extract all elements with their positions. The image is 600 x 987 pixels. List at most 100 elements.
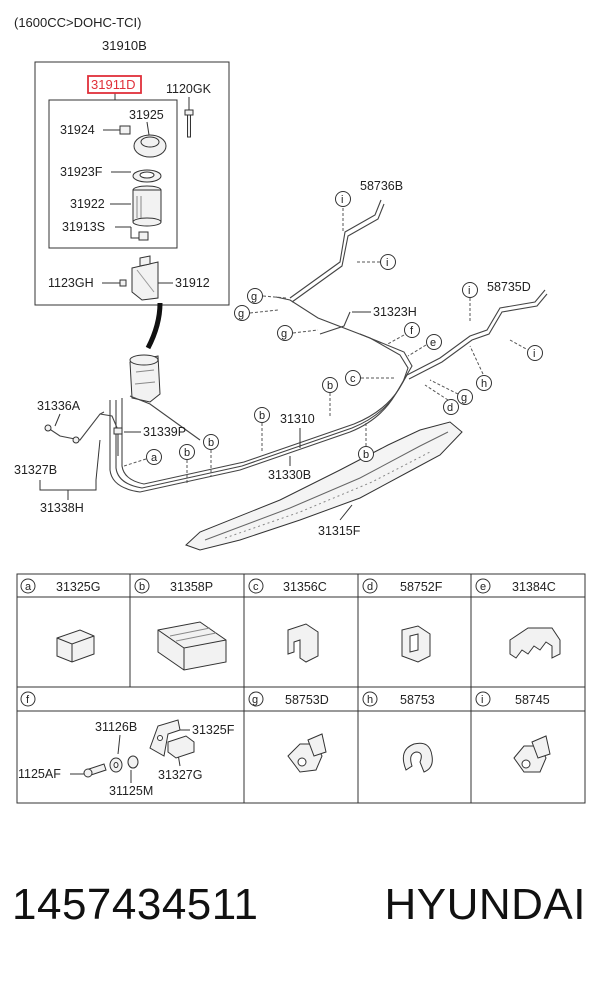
part-label-31126B: 31126B <box>95 720 137 734</box>
part-label-31315F: 31315F <box>318 524 361 538</box>
svg-text:i: i <box>468 285 470 297</box>
callout-b-1[interactable]: b <box>322 377 338 419</box>
svg-text:a: a <box>151 452 158 464</box>
callout-g-2[interactable]: g <box>234 305 279 321</box>
highlight-box-31911D <box>87 75 142 94</box>
svg-text:g: g <box>238 308 244 320</box>
callout-h[interactable]: h <box>469 345 492 391</box>
legend-cell-b: b 31358P <box>134 578 213 594</box>
fitting-31924-icon <box>119 125 131 135</box>
svg-text:i: i <box>481 694 483 706</box>
svg-text:a: a <box>25 581 32 593</box>
svg-text:b: b <box>184 447 190 459</box>
part-label-31923F: 31923F <box>60 165 103 179</box>
o-ring-31923F-icon <box>132 169 162 183</box>
assembly-pointer-line <box>145 302 163 350</box>
part-label-31125M: 31125M <box>109 784 153 798</box>
callout-g-3[interactable]: g <box>277 325 319 341</box>
callout-d[interactable]: d <box>424 384 459 415</box>
callout-b-2[interactable]: b <box>254 407 270 453</box>
part-label-31338H: 31338H <box>40 501 84 515</box>
brand-name: HYUNDAI <box>384 880 586 929</box>
callout-b-4[interactable]: b <box>203 434 219 477</box>
nut-31125M-icon <box>127 755 139 769</box>
part-label-31339P: 31339P <box>143 425 186 439</box>
part-label-31327B: 31327B <box>14 463 57 477</box>
svg-text:i: i <box>386 257 388 269</box>
callout-c[interactable]: c <box>345 370 396 386</box>
svg-text:d: d <box>447 402 453 414</box>
svg-text:f: f <box>26 694 30 706</box>
clip-31358P-icon <box>157 621 227 671</box>
fuel-filter-31922-icon <box>132 185 162 227</box>
part-label-31911D[interactable]: 31911D <box>91 77 136 92</box>
washer-31126B-icon <box>109 757 123 773</box>
bracket-31325F-icon <box>149 719 181 757</box>
clip-31384C-icon <box>509 627 561 659</box>
clip-31325G-icon <box>56 629 95 663</box>
svg-text:31356C: 31356C <box>283 580 327 594</box>
svg-text:58753: 58753 <box>400 693 435 707</box>
bolt-1125AF-icon <box>83 763 107 778</box>
legend-cell-h: h 58753 <box>362 691 435 707</box>
callout-i-58736B[interactable]: i <box>335 191 351 233</box>
part-label-31336A: 31336A <box>37 399 81 413</box>
callout-g-4[interactable]: g <box>429 379 473 405</box>
legend-cell-e: e 31384C <box>475 578 556 594</box>
svg-text:g: g <box>251 291 257 303</box>
grommet-58753-icon <box>402 742 433 773</box>
callout-e[interactable]: e <box>407 334 442 357</box>
pipe-set-31336A-icon <box>44 411 123 456</box>
svg-text:f: f <box>410 325 414 337</box>
part-label-31924: 31924 <box>60 123 95 137</box>
svg-text:e: e <box>480 581 486 593</box>
callout-i-58735D[interactable]: i <box>462 282 478 323</box>
svg-text:b: b <box>327 380 333 392</box>
svg-text:58752F: 58752F <box>400 580 443 594</box>
part-label-31913S: 31913S <box>62 220 105 234</box>
footer: 1457434511 HYUNDAI <box>0 880 600 950</box>
svg-text:g: g <box>461 392 467 404</box>
part-label-31327G: 31327G <box>158 768 202 782</box>
legend-cell-f: f <box>20 691 36 707</box>
fuel-lines <box>109 199 548 493</box>
part-label-31330B: 31330B <box>268 468 311 482</box>
svg-text:58745: 58745 <box>515 693 550 707</box>
svg-text:g: g <box>252 694 258 706</box>
legend-cell-i: i 58745 <box>475 691 550 707</box>
callout-a[interactable]: a <box>123 449 162 467</box>
callout-i-right[interactable]: i <box>357 254 396 270</box>
svg-text:b: b <box>363 449 369 461</box>
callout-b-3[interactable]: b <box>358 422 374 462</box>
bracket-31912-icon <box>131 255 159 301</box>
legend-cell-c: c 31356C <box>248 578 327 594</box>
clip-58752F-icon <box>401 625 431 663</box>
part-label-58736B: 58736B <box>360 179 403 193</box>
callout-b-5[interactable]: b <box>179 444 195 485</box>
clip-31356C-icon <box>287 623 319 663</box>
mounted-filter-icon <box>129 354 161 403</box>
callout-g-1[interactable]: g <box>247 288 287 304</box>
callout-f[interactable]: f <box>385 322 420 346</box>
part-label-1120GK: 1120GK <box>166 82 212 96</box>
filter-head-31925-icon <box>133 121 167 158</box>
svg-text:58753D: 58753D <box>285 693 329 707</box>
svg-text:31358P: 31358P <box>170 580 213 594</box>
callout-i-far-right[interactable]: i <box>509 339 543 361</box>
svg-text:b: b <box>139 581 145 593</box>
svg-text:g: g <box>281 328 287 340</box>
svg-text:31384C: 31384C <box>512 580 556 594</box>
legend-table <box>16 573 586 804</box>
svg-text:i: i <box>533 348 535 360</box>
part-number: 1457434511 <box>12 880 259 929</box>
clip-58745-icon <box>513 735 551 773</box>
svg-text:b: b <box>208 437 214 449</box>
legend-cell-a: a 31325G <box>20 578 100 594</box>
part-label-31925: 31925 <box>129 108 164 122</box>
engine-spec-label: (1600CC>DOHC-TCI) <box>14 15 142 30</box>
tank-shield-31315F-icon <box>185 421 463 551</box>
bolt-1120GK-icon <box>184 109 194 138</box>
svg-text:b: b <box>259 410 265 422</box>
part-label-31310: 31310 <box>280 412 315 426</box>
